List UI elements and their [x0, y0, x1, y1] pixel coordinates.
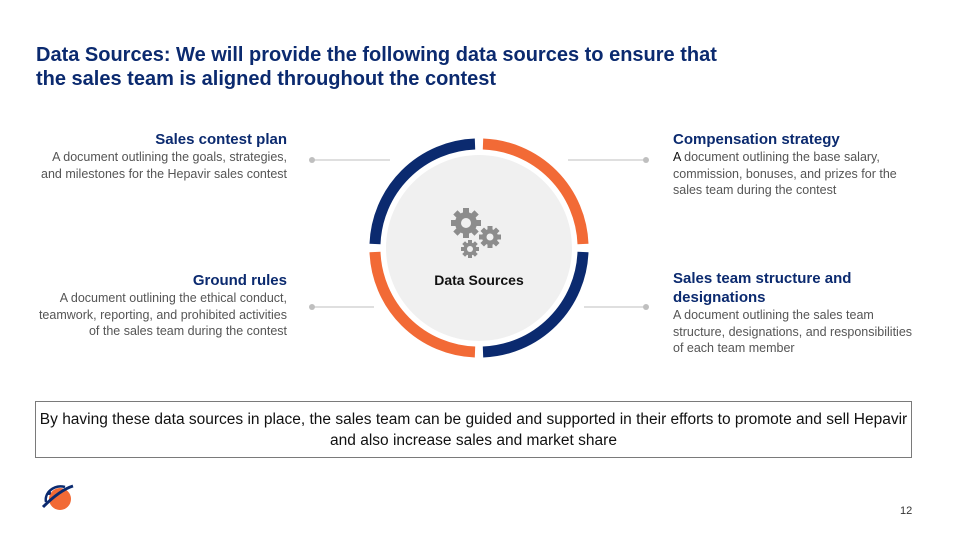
center-label: Data Sources	[434, 272, 524, 288]
connector-dot-sales-contest-plan	[309, 157, 315, 163]
item-heading: Sales contest plan	[155, 131, 287, 148]
item-heading: Compensation strategy	[673, 131, 840, 148]
ring-segment-bottom-right	[482, 251, 589, 358]
item-description-lead: A	[673, 150, 681, 164]
item-compensation-strategy: Compensation strategy A document outlini…	[673, 130, 923, 199]
item-heading: Sales team structure and designations	[673, 270, 852, 306]
company-logo	[41, 484, 74, 510]
ring	[369, 138, 589, 358]
item-description: document outlining the base salary, comm…	[673, 150, 897, 197]
conclusion-box: By having these data sources in place, t…	[35, 401, 912, 458]
item-heading: Ground rules	[192, 272, 287, 289]
title-line-1: Data Sources: We will provide the follow…	[36, 44, 717, 66]
title-line-2: the sales team is aligned throughout the…	[36, 68, 497, 90]
conclusion-text: By having these data sources in place, t…	[39, 411, 908, 449]
connector-dot-compensation-strategy	[643, 157, 649, 163]
ring-segment-top-right	[482, 138, 589, 245]
gears-icon	[451, 208, 501, 258]
item-description: A document outlining the goals, strategi…	[41, 150, 287, 181]
connectors	[309, 157, 649, 310]
connector-dot-ground-rules	[309, 304, 315, 310]
item-description: A document outlining the sales team stru…	[673, 308, 913, 355]
item-ground-rules: Ground rules A document outlining the et…	[30, 271, 287, 340]
ring-segment-top-left	[369, 138, 476, 245]
page-number: 12	[900, 505, 913, 517]
item-sales-team-structure: Sales team structure and designations A …	[673, 269, 913, 357]
item-description: A document outlining the ethical conduct…	[38, 291, 287, 338]
item-sales-contest-plan: Sales contest plan A document outlining …	[30, 130, 287, 182]
ring-segment-bottom-left	[369, 251, 476, 358]
slide-title: Data Sources: We will provide the follow…	[36, 43, 856, 91]
connector-dot-sales-team-structure	[643, 304, 649, 310]
